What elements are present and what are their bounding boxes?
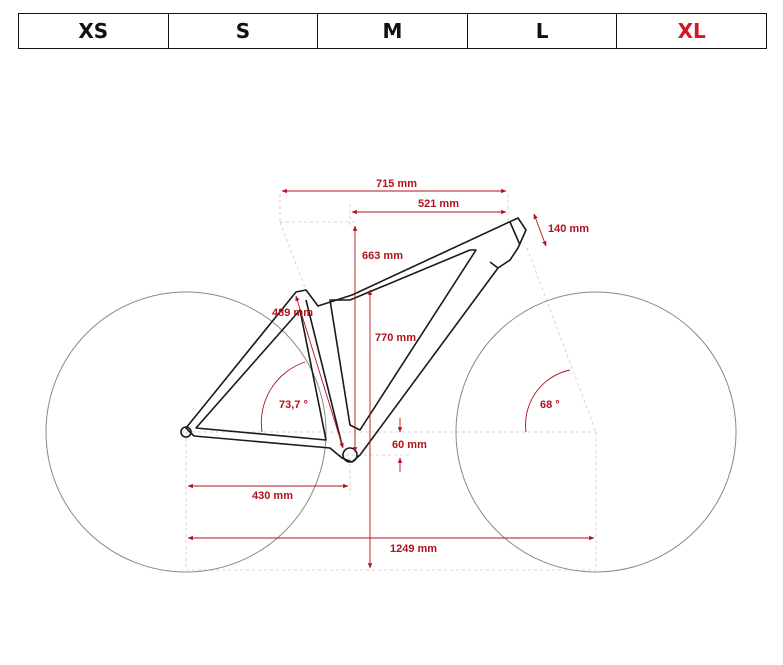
size-tab-xl[interactable]: XL [677,19,706,43]
size-tab-l[interactable]: L [468,14,618,48]
dim-head-angle-label: 68 ° [540,399,560,411]
dim-seat-angle-label: 73,7 ° [279,399,308,411]
dim-top-tube-label: 521 mm [418,198,459,210]
dim-seat-tube-label: 489 mm [272,307,313,319]
guide-lines [185,194,597,571]
dim-reach-label: 715 mm [376,178,417,190]
dim-wheelbase-label: 1249 mm [390,543,437,555]
dim-standover-label: 770 mm [375,332,416,344]
dimension-lines [187,188,595,569]
size-tab-m[interactable]: M [318,14,468,48]
size-tab-xs[interactable]: XS [19,14,169,48]
size-tab-s[interactable]: S [169,14,319,48]
dim-bb-drop-label: 60 mm [392,439,427,451]
size-selector: XS S M L XL [18,13,767,49]
bike-frame [180,217,527,463]
dim-head-tube-label: 140 mm [548,223,589,235]
dim-stack-label: 663 mm [362,250,403,262]
front-wheel [455,291,737,573]
dim-chainstay-label: 430 mm [252,490,293,502]
